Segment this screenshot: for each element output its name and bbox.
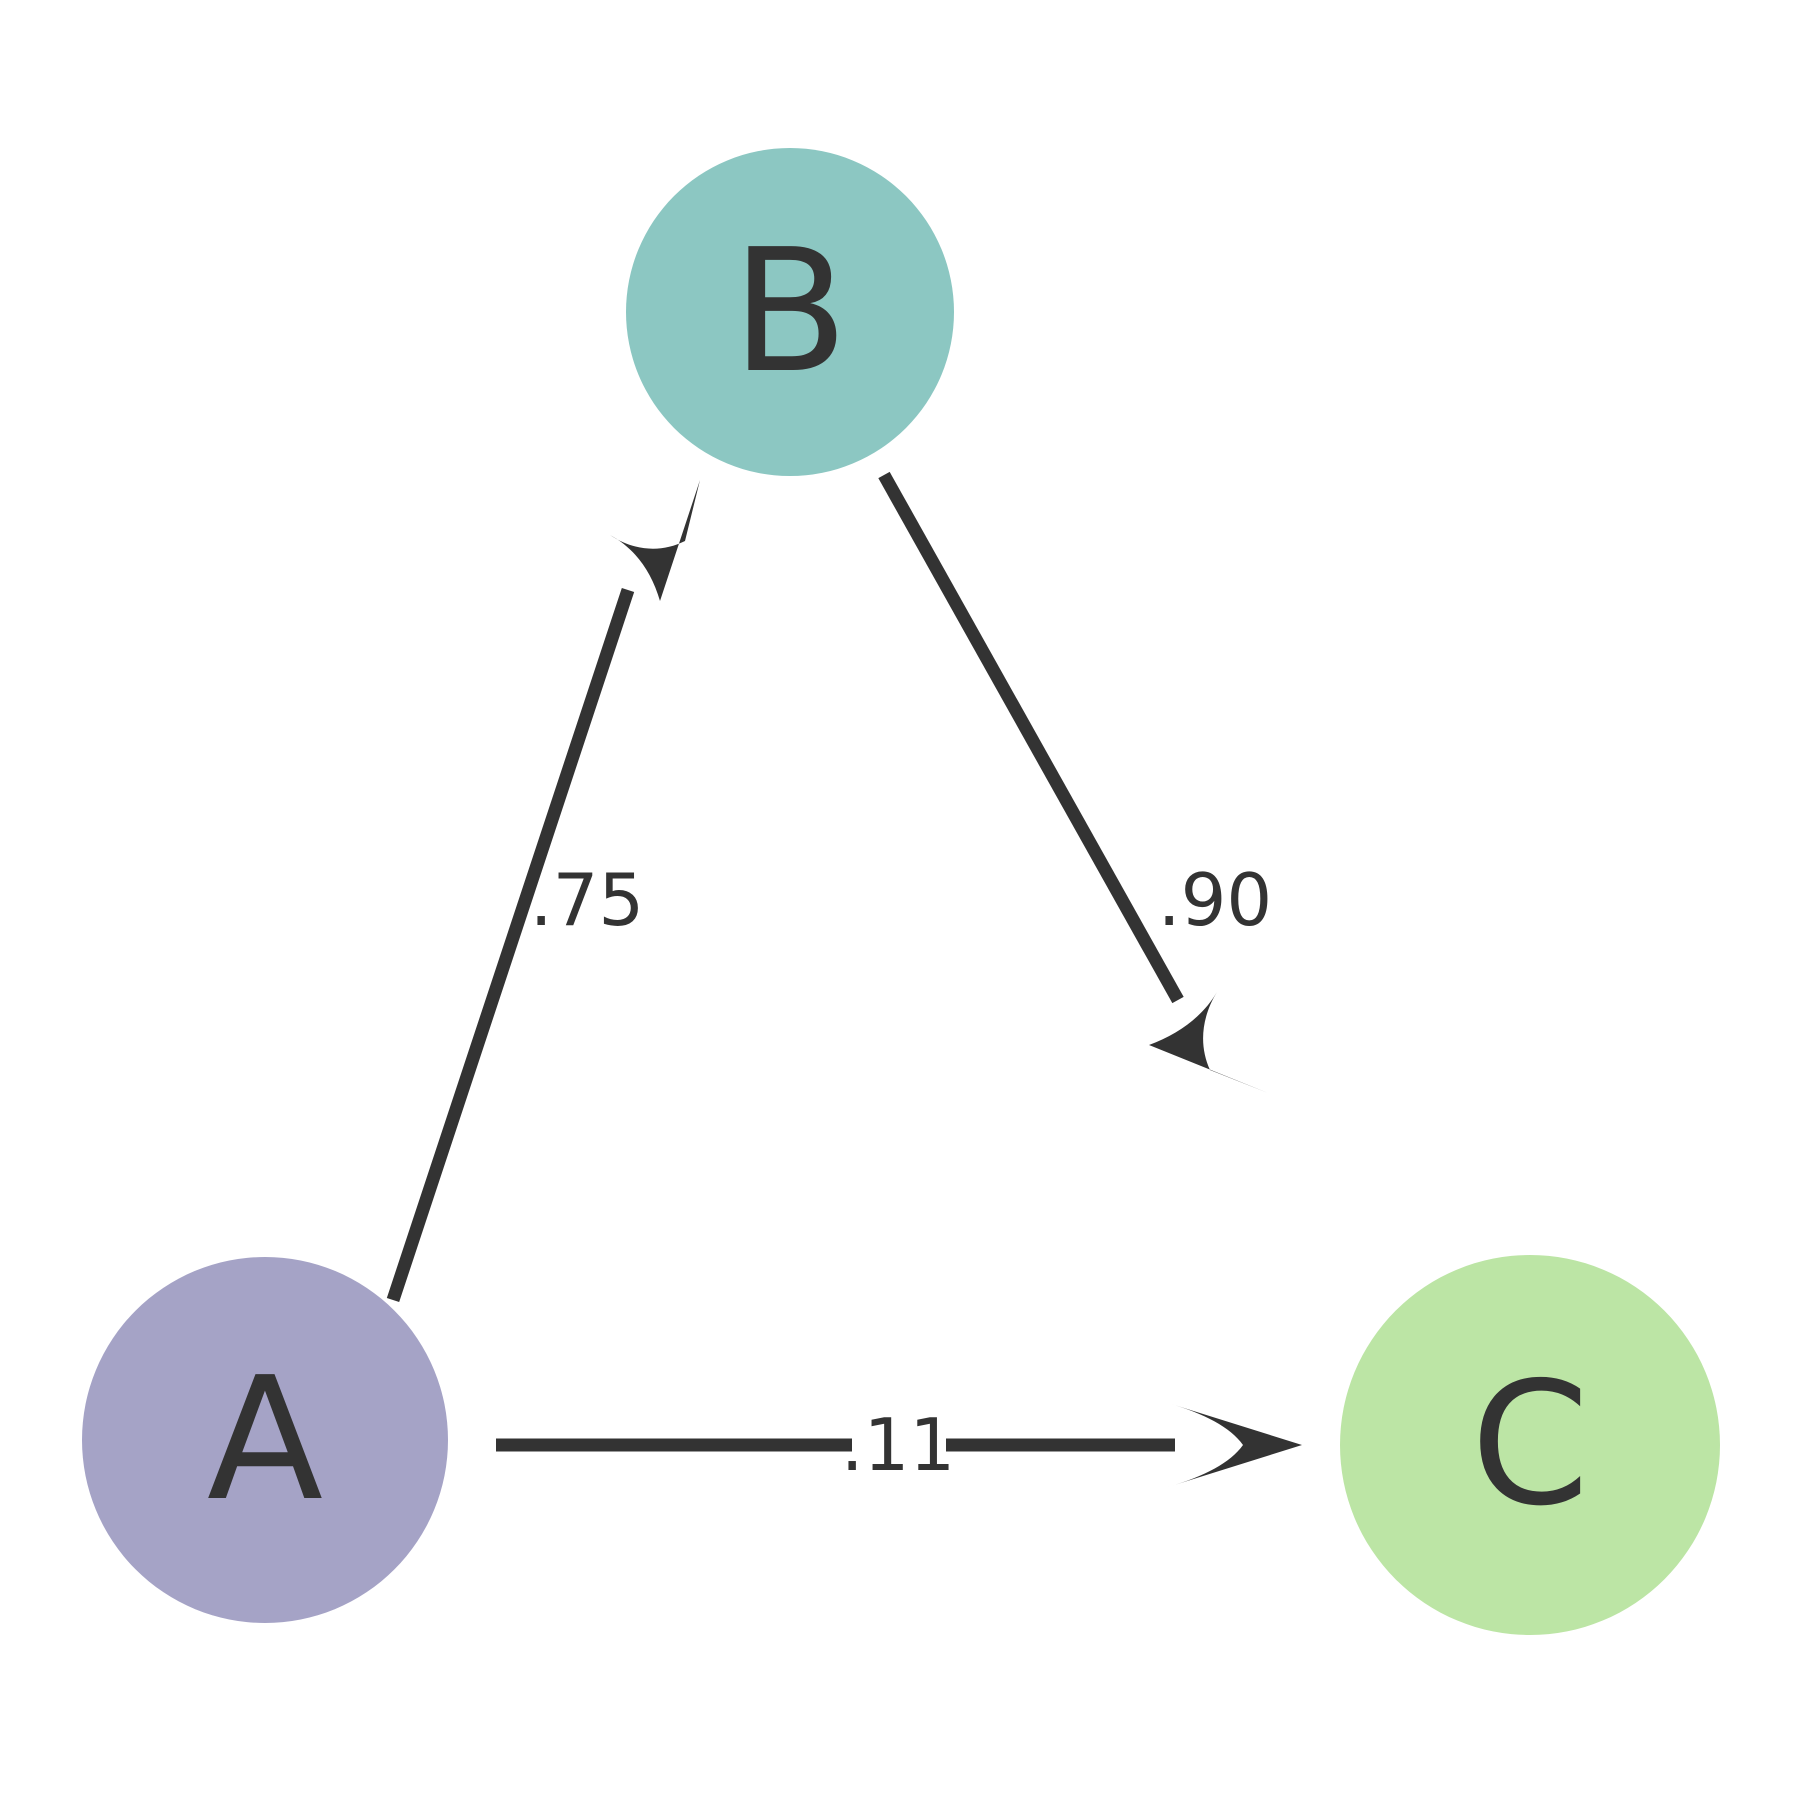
edge-b-to-c-line <box>878 471 1184 1004</box>
node-b-label: B <box>732 213 849 411</box>
node-a-label: A <box>207 1341 323 1539</box>
node-c[interactable]: C <box>1340 1255 1720 1635</box>
edge-weight-b-to-c: .90 <box>1158 858 1273 942</box>
edge-a-to-c[interactable] <box>496 1403 1302 1487</box>
edge-a-to-b-arrowhead <box>610 480 700 601</box>
edge-a-to-c-arrowhead <box>1168 1403 1302 1487</box>
edge-a-to-b-line <box>386 587 635 1303</box>
node-b[interactable]: B <box>626 148 954 476</box>
node-a[interactable]: A <box>82 1257 448 1623</box>
node-a-circle <box>82 1257 448 1623</box>
edge-b-to-c[interactable] <box>878 471 1268 1093</box>
node-c-label: C <box>1471 1346 1590 1544</box>
edge-a-to-b[interactable] <box>386 480 700 1303</box>
node-c-circle <box>1340 1255 1720 1635</box>
node-b-circle <box>626 148 954 476</box>
edge-weight-a-to-c: .11 <box>841 1403 956 1487</box>
edge-b-to-c-arrowhead <box>1149 992 1268 1093</box>
edge-weight-a-to-b: .75 <box>530 858 645 942</box>
